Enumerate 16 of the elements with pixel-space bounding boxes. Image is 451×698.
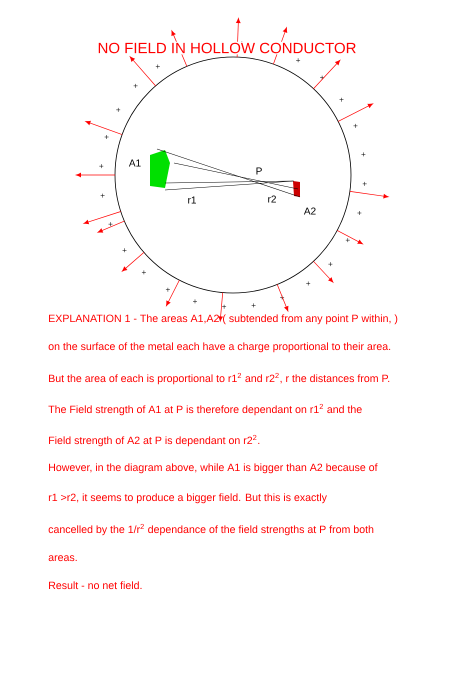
distance-label: r2 (268, 196, 276, 202)
distance-label: r1 (188, 196, 196, 204)
explanation-line: areas. (48, 555, 77, 562)
area-label: A1 (128, 160, 141, 166)
explanation-line: But the area of each is proportional to r1$^{2}$ and r2$^{2}$, r the distances from P. (49, 372, 390, 384)
explanation-line: cancelled by the 1/r$^{2}$ dependance of the field strengths at P from both (48, 524, 374, 536)
title: NO FIELD IN HOLLOW CONDUCTOR (96, 42, 358, 54)
area-label: A2 (304, 208, 316, 214)
explanation-line: Field strength of A2 at P is dependant on r2$^{2}$. (49, 434, 260, 446)
explanation-line: EXPLANATION 1 - The areas A1,A2 ( subtended from any point P within, ) (49, 314, 398, 324)
explanation-line: on the surface of the metal each have a charge proportional to their area. (48, 342, 390, 352)
point-label: P (256, 168, 262, 174)
explanation-line: r1 >r2, it seems to produce a bigger field. But this is exactly (48, 493, 327, 504)
explanation-line: Result - no net field. (49, 581, 142, 590)
explanation-line: The Field strength of A1 at P is therefore dependant on r1$^{2}$ and the (48, 404, 362, 416)
explanation-line: However, in the diagram above, while A1 is bigger than A2 because of (49, 463, 378, 474)
